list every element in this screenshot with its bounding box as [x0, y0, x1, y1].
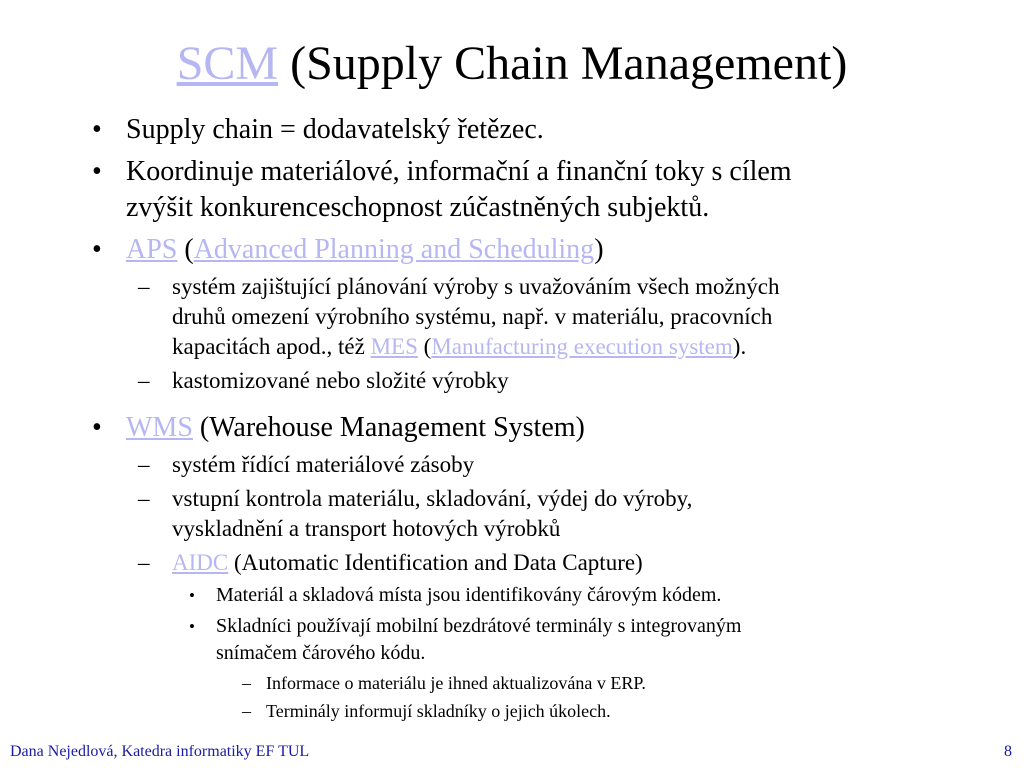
sub-item-text: Skladníci používají mobilní bezdrátové t… — [216, 615, 742, 637]
sub-item-text: snímačem čárového kódu. — [216, 642, 426, 664]
bullet-text: Koordinuje materiálové, informační a fin… — [126, 156, 792, 187]
dash-marker: – — [138, 368, 150, 393]
bullet-marker: • — [189, 617, 195, 636]
bullet-supply-chain: • Supply chain = dodavatelský řetězec. — [86, 112, 986, 148]
dash-marker: – — [242, 701, 251, 721]
sub-item-text: systém zajištující plánování výroby s uv… — [172, 274, 780, 299]
slide-title: SCM (Supply Chain Management) — [0, 34, 1024, 94]
paren-open: ( — [177, 234, 194, 265]
aidc-link[interactable]: AIDC — [172, 550, 229, 575]
aidc-sub-item-1: • Materiál a skladová místa jsou identif… — [86, 582, 986, 609]
page-number: 8 — [1004, 743, 1012, 760]
bullet-marker: • — [92, 114, 102, 145]
wms-sub-item-aidc: – AIDC (Automatic Identification and Dat… — [86, 548, 986, 578]
scm-link[interactable]: SCM — [176, 37, 279, 90]
dash-marker: – — [138, 452, 150, 477]
wms-sub-item-2-cont: vyskladnění a transport hotových výrobků — [86, 514, 986, 544]
wms-sub-item-2: – vstupní kontrola materiálu, skladování… — [86, 484, 986, 514]
paren-close: ) — [594, 234, 604, 265]
footer-author: Dana Nejedlová, Katedra informatiky EF T… — [10, 743, 310, 760]
bullet-aps: • APS (Advanced Planning and Scheduling) — [86, 232, 986, 268]
aps-link[interactable]: APS — [126, 234, 178, 265]
sub-item-text: vstupní kontrola materiálu, skladování, … — [172, 486, 693, 511]
mes-full-link[interactable]: Manufacturing execution system — [431, 334, 733, 359]
dash-marker: – — [138, 274, 150, 299]
aps-sub-item-1: – systém zajištující plánování výroby s … — [86, 272, 986, 302]
aidc-sub-sub-item-1: – Informace o materiálu je ihned aktuali… — [86, 671, 986, 695]
aps-sub-item-2: – kastomizované nebo složité výrobky — [86, 366, 986, 396]
aps-sub-item-1-cont: druhů omezení výrobního systému, např. v… — [86, 302, 986, 332]
slide-content: • Supply chain = dodavatelský řetězec. •… — [86, 112, 986, 723]
dash-marker: – — [138, 486, 150, 511]
aidc-sub-item-2-cont: snímačem čárového kódu. — [86, 640, 986, 667]
bullet-marker: • — [92, 412, 102, 443]
bullet-marker: • — [92, 156, 102, 187]
sub-item-text: Informace o materiálu je ihned aktualizo… — [266, 673, 646, 693]
sub-item-text: kapacitách apod., též — [172, 334, 371, 359]
sub-item-text: kastomizované nebo složité výrobky — [172, 368, 509, 393]
sub-item-text: (Automatic Identification and Data Captu… — [228, 550, 643, 575]
aps-full-link[interactable]: Advanced Planning and Scheduling — [193, 234, 595, 265]
mes-link[interactable]: MES — [370, 334, 418, 359]
bullet-text: (Warehouse Management System) — [192, 412, 585, 443]
bullet-koordinuje-cont: zvýšit konkurenceschopnost zúčastněných … — [86, 190, 986, 226]
bullet-wms: • WMS (Warehouse Management System) — [86, 410, 986, 446]
sub-item-text: systém řídící materiálové zásoby — [172, 452, 475, 477]
wms-link[interactable]: WMS — [126, 412, 193, 443]
dash-marker: – — [242, 673, 251, 693]
sub-item-text: Terminály informují skladníky o jejich ú… — [266, 701, 611, 721]
bullet-koordinuje: • Koordinuje materiálové, informační a f… — [86, 154, 986, 190]
aidc-sub-item-2: • Skladníci používají mobilní bezdrátové… — [86, 613, 986, 640]
bullet-marker: • — [189, 586, 195, 605]
sub-item-text: Materiál a skladová místa jsou identifik… — [216, 584, 722, 606]
bullet-marker: • — [92, 234, 102, 265]
bullet-text: zvýšit konkurenceschopnost zúčastněných … — [126, 192, 710, 223]
dash-marker: – — [138, 550, 150, 575]
bullet-text: Supply chain = dodavatelský řetězec. — [126, 114, 544, 145]
aidc-sub-sub-item-2: – Terminály informují skladníky o jejich… — [86, 699, 986, 723]
paren-close: ). — [732, 334, 747, 359]
paren-open: ( — [417, 334, 432, 359]
wms-sub-item-1: – systém řídící materiálové zásoby — [86, 450, 986, 480]
aps-sub-item-1-cont2: kapacitách apod., též MES (Manufacturing… — [86, 332, 986, 362]
sub-item-text: vyskladnění a transport hotových výrobků — [172, 516, 561, 541]
sub-item-text: druhů omezení výrobního systému, např. v… — [172, 304, 773, 329]
title-text: (Supply Chain Management) — [278, 37, 848, 90]
